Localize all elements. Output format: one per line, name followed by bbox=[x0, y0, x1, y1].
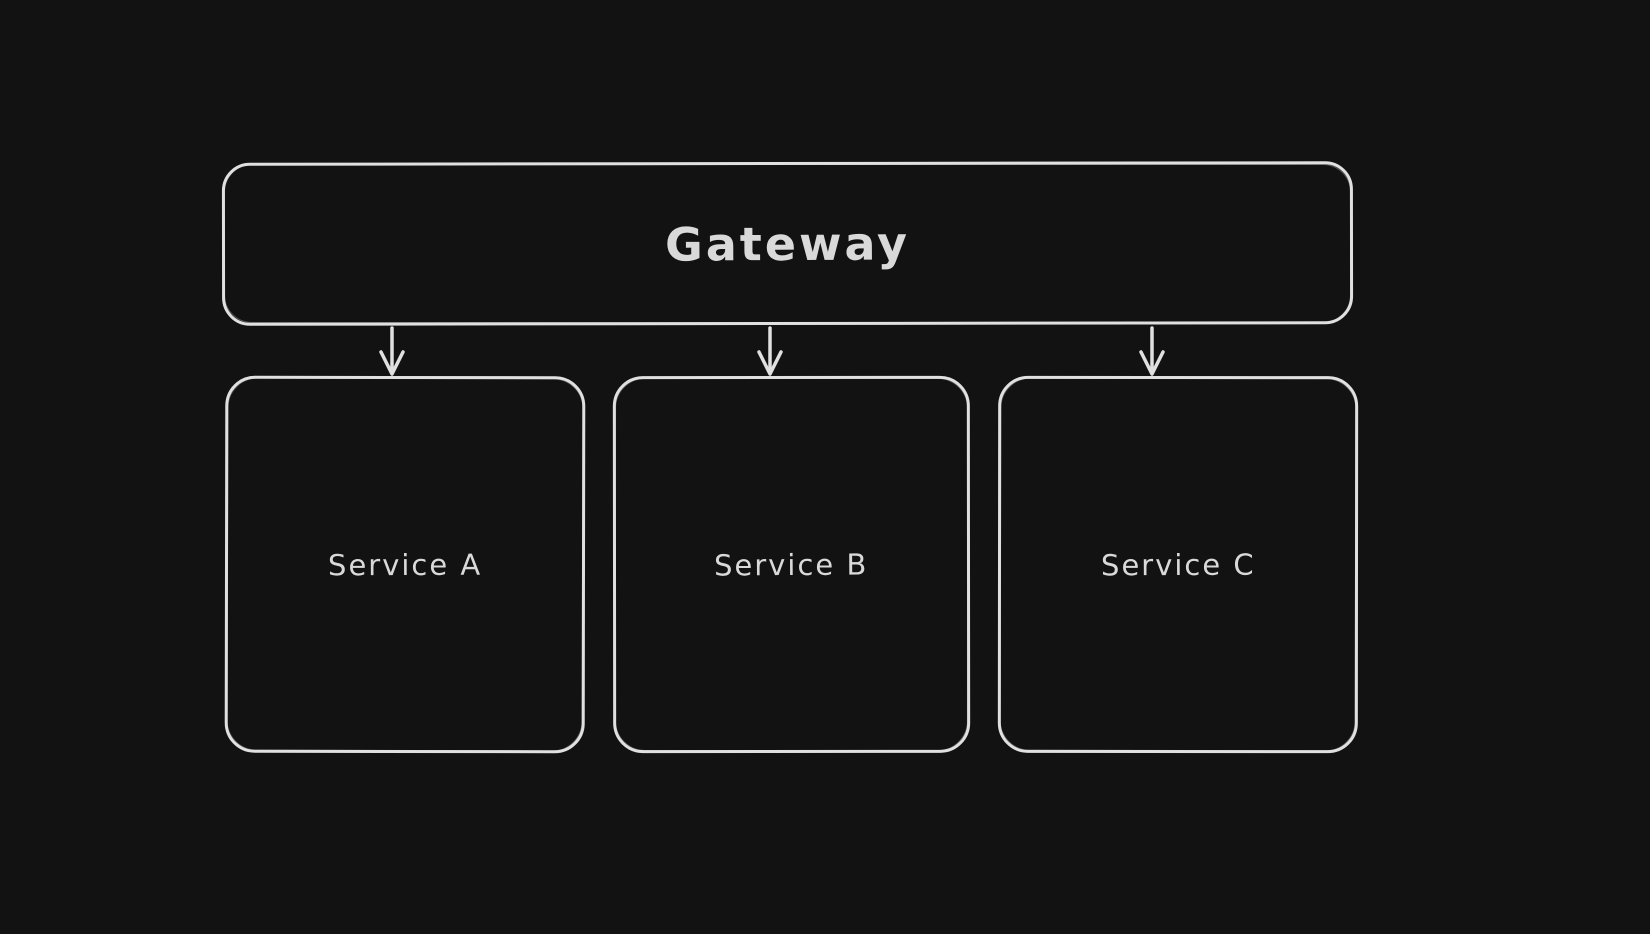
node-service-c-label: Service C bbox=[1100, 547, 1256, 582]
node-service-b: Service B bbox=[612, 375, 971, 754]
arrow-gateway-to-service-b bbox=[757, 326, 783, 376]
node-service-a-label: Service A bbox=[327, 547, 483, 582]
node-service-c: Service C bbox=[997, 375, 1359, 754]
node-gateway: Gateway bbox=[221, 161, 1354, 326]
node-service-a: Service A bbox=[224, 375, 586, 754]
node-service-b-label: Service B bbox=[714, 547, 869, 582]
arrow-gateway-to-service-a bbox=[379, 326, 405, 376]
arrow-gateway-to-service-c bbox=[1139, 326, 1165, 376]
node-gateway-label: Gateway bbox=[664, 215, 911, 272]
